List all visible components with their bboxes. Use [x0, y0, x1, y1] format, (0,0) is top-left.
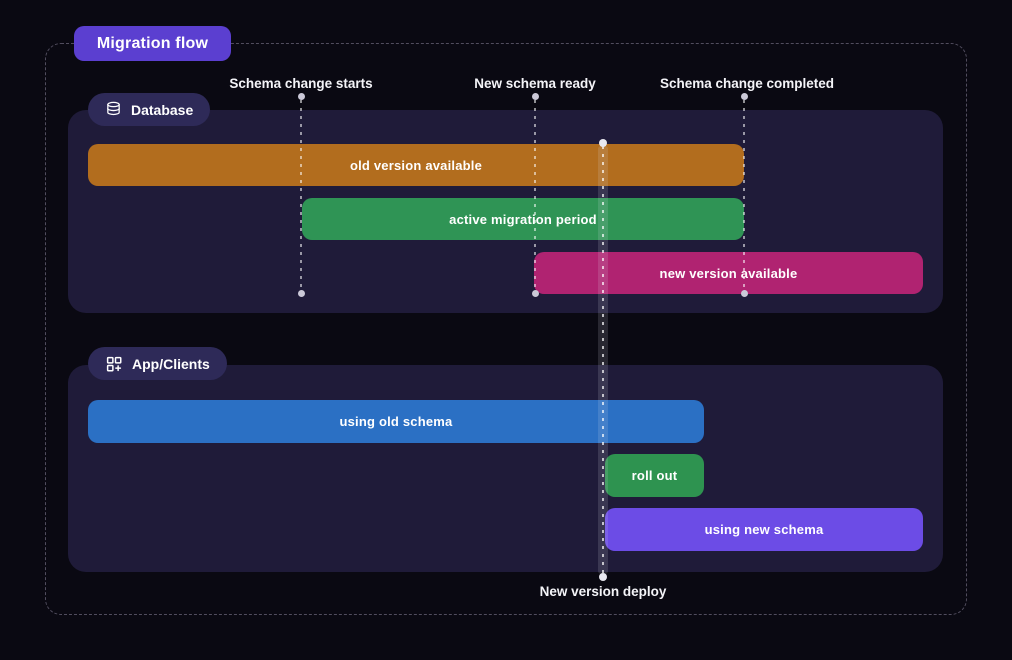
milestone-label-schema-change-starts: Schema change starts: [229, 76, 373, 91]
title-badge: Migration flow: [74, 26, 231, 61]
bar-using-new-schema: using new schema: [605, 508, 923, 551]
milestone-dot-bottom-2: [531, 290, 539, 297]
milestone-line-schema-change-starts: [300, 100, 302, 290]
milestone-dot-top-3: [740, 93, 748, 100]
milestone-label-schema-change-completed: Schema change completed: [659, 76, 835, 91]
database-icon: [105, 101, 122, 118]
milestone-dot-top-1: [297, 93, 305, 100]
bar-old-version-available: old version available: [88, 144, 744, 186]
milestone-label-new-schema-ready: New schema ready: [474, 76, 596, 91]
milestone-line-new-schema-ready: [534, 100, 536, 290]
bar-active-migration-period: active migration period: [302, 198, 744, 240]
app-clients-badge-label: App/Clients: [132, 355, 210, 372]
database-badge-label: Database: [131, 101, 194, 118]
milestone-dot-bottom-1: [297, 290, 305, 297]
diagram-dashed-frame: [45, 43, 967, 615]
database-badge: Database: [88, 93, 211, 126]
milestone-dot-bottom-3: [740, 290, 748, 297]
milestone-line-schema-change-completed: [743, 100, 745, 290]
app-clients-badge: App/Clients: [88, 347, 227, 380]
deploy-line: [602, 146, 604, 574]
bar-roll-out: roll out: [605, 454, 704, 497]
bar-new-version-available: new version available: [534, 252, 923, 294]
deploy-dot-top: [599, 139, 607, 147]
deploy-dot-bottom: [599, 573, 607, 581]
deploy-label: New version deploy: [539, 584, 667, 599]
milestone-dot-top-2: [531, 93, 539, 100]
apps-add-icon: [105, 355, 123, 373]
bar-using-old-schema: using old schema: [88, 400, 704, 443]
